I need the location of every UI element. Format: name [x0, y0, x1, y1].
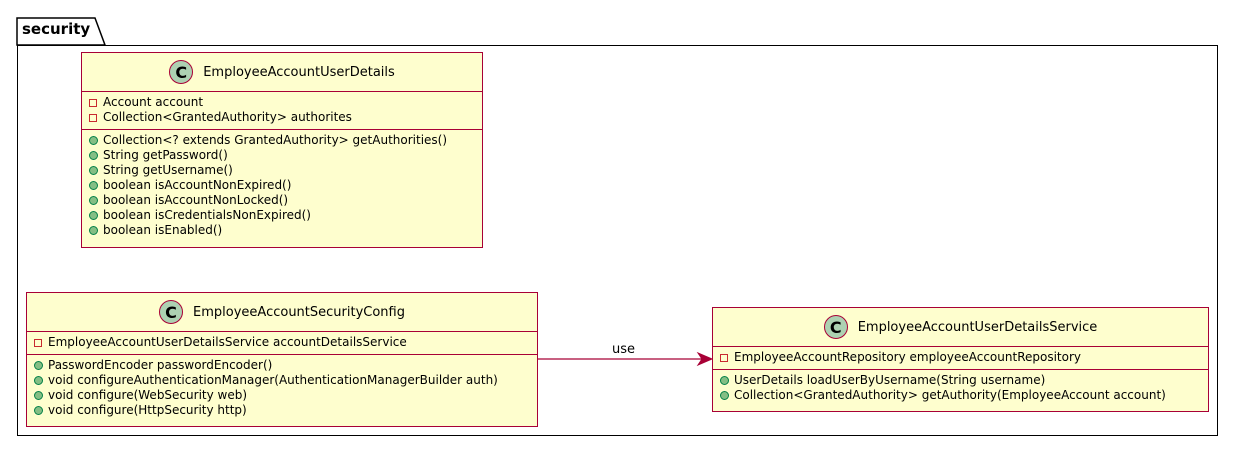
class-name: EmployeeAccountSecurityConfig: [193, 304, 405, 320]
public-visibility-icon: [34, 361, 43, 370]
method-text: void configureAuthenticationManager(Auth…: [48, 373, 498, 387]
fields-section: EmployeeAccountUserDetailsService accoun…: [27, 331, 537, 354]
field-row: EmployeeAccountUserDetailsService accoun…: [34, 335, 537, 350]
public-visibility-icon: [89, 151, 98, 160]
class-header: C EmployeeAccountUserDetailsService: [713, 308, 1208, 346]
private-visibility-icon: [720, 353, 728, 362]
method-row: PasswordEncoder passwordEncoder(): [34, 358, 537, 373]
method-row: void configure(WebSecurity web): [34, 388, 537, 403]
methods-section: Collection<? extends GrantedAuthority> g…: [82, 129, 482, 242]
package-name: security: [22, 20, 91, 38]
class-name: EmployeeAccountUserDetailsService: [857, 319, 1098, 335]
field-row: Collection<GrantedAuthority> authorites: [89, 110, 482, 125]
method-row: boolean isCredentialsNonExpired(): [89, 208, 482, 223]
class-employee-account-user-details-service: C EmployeeAccountUserDetailsService Empl…: [712, 307, 1209, 412]
method-text: boolean isCredentialsNonExpired(): [103, 208, 311, 222]
class-header: C EmployeeAccountSecurityConfig: [27, 293, 537, 331]
method-text: PasswordEncoder passwordEncoder(): [48, 358, 273, 372]
public-visibility-icon: [34, 391, 43, 400]
methods-section: UserDetails loadUserByUsername(String us…: [713, 369, 1208, 407]
method-row: boolean isAccountNonExpired(): [89, 178, 482, 193]
public-visibility-icon: [34, 376, 43, 385]
method-row: void configure(HttpSecurity http): [34, 403, 537, 418]
public-visibility-icon: [89, 181, 98, 190]
method-row: boolean isEnabled(): [89, 223, 482, 238]
class-stereotype-icon: C: [169, 60, 194, 84]
private-visibility-icon: [89, 113, 97, 122]
class-header: C EmployeeAccountUserDetails: [82, 53, 482, 91]
method-text: boolean isEnabled(): [103, 223, 223, 237]
method-text: boolean isAccountNonExpired(): [103, 178, 292, 192]
method-row: Collection<GrantedAuthority> getAuthorit…: [720, 388, 1208, 403]
public-visibility-icon: [89, 136, 98, 145]
method-row: Collection<? extends GrantedAuthority> g…: [89, 133, 482, 148]
field-text: EmployeeAccountUserDetailsService accoun…: [48, 335, 407, 349]
field-text: EmployeeAccountRepository employeeAccoun…: [734, 350, 1081, 364]
public-visibility-icon: [89, 166, 98, 175]
method-text: void configure(HttpSecurity http): [48, 403, 247, 417]
class-stereotype-icon: C: [823, 315, 848, 339]
method-row: String getUsername(): [89, 163, 482, 178]
method-text: Collection<? extends GrantedAuthority> g…: [103, 133, 448, 147]
class-employee-account-security-config: C EmployeeAccountSecurityConfig Employee…: [26, 292, 538, 427]
public-visibility-icon: [720, 391, 729, 400]
class-employee-account-user-details: C EmployeeAccountUserDetails Account acc…: [81, 52, 483, 248]
field-row: Account account: [89, 95, 482, 110]
class-name: EmployeeAccountUserDetails: [203, 64, 395, 80]
private-visibility-icon: [34, 338, 42, 347]
public-visibility-icon: [34, 406, 43, 415]
public-visibility-icon: [89, 226, 98, 235]
method-row: void configureAuthenticationManager(Auth…: [34, 373, 537, 388]
field-text: Account account: [103, 95, 204, 109]
method-text: UserDetails loadUserByUsername(String us…: [734, 373, 1046, 387]
private-visibility-icon: [89, 98, 97, 107]
public-visibility-icon: [89, 196, 98, 205]
relation-label: use: [612, 342, 636, 357]
methods-section: PasswordEncoder passwordEncoder() void c…: [27, 354, 537, 422]
method-text: String getPassword(): [103, 148, 228, 162]
method-text: void configure(WebSecurity web): [48, 388, 248, 402]
public-visibility-icon: [89, 211, 98, 220]
public-visibility-icon: [720, 376, 729, 385]
field-text: Collection<GrantedAuthority> authorites: [103, 110, 352, 124]
field-row: EmployeeAccountRepository employeeAccoun…: [720, 350, 1208, 365]
fields-section: Account account Collection<GrantedAuthor…: [82, 91, 482, 129]
method-row: UserDetails loadUserByUsername(String us…: [720, 373, 1208, 388]
package-frame: [17, 45, 1218, 436]
method-text: boolean isAccountNonLocked(): [103, 193, 289, 207]
method-text: String getUsername(): [103, 163, 233, 177]
class-stereotype-icon: C: [159, 300, 184, 324]
fields-section: EmployeeAccountRepository employeeAccoun…: [713, 346, 1208, 369]
method-row: boolean isAccountNonLocked(): [89, 193, 482, 208]
method-row: String getPassword(): [89, 148, 482, 163]
method-text: Collection<GrantedAuthority> getAuthorit…: [734, 388, 1166, 402]
